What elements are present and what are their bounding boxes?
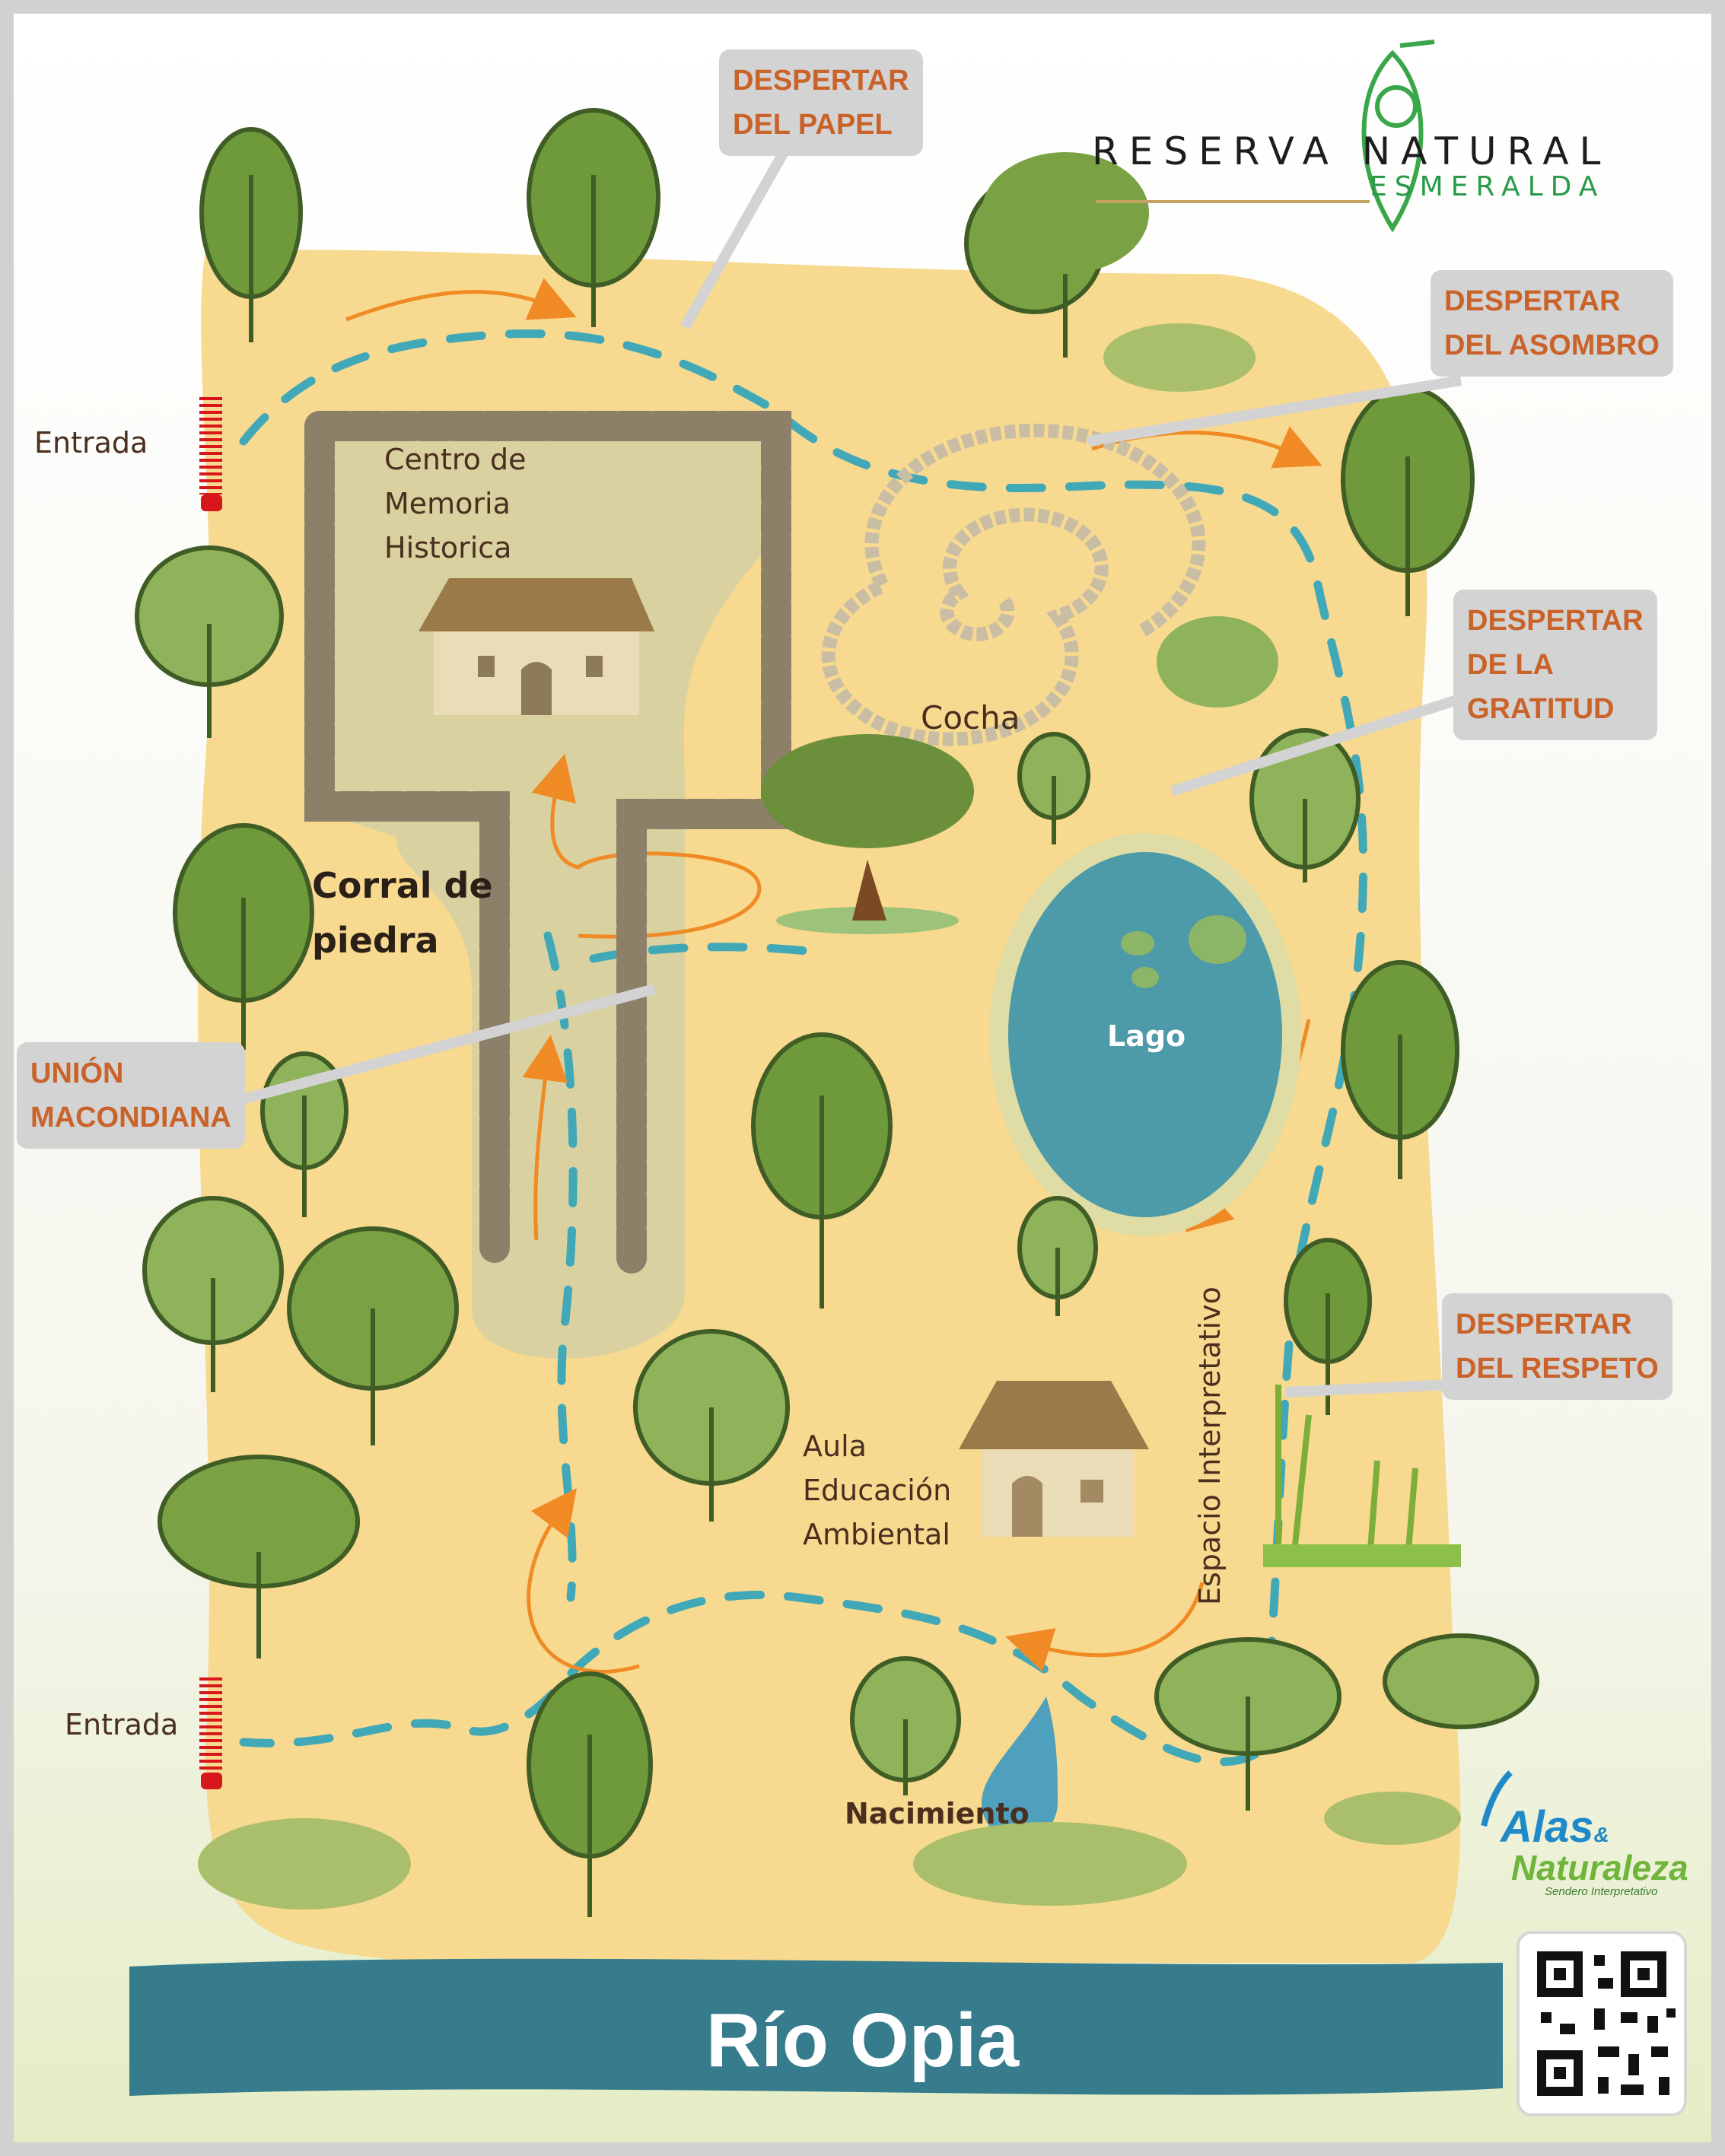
bird-logo-icon (1096, 40, 1435, 233)
place-corral[interactable]: Corral de piedra (312, 865, 493, 961)
callout-gratitud[interactable]: DESPERTAR DE LA GRATITUD (1453, 590, 1657, 740)
trees (135, 108, 1539, 1917)
partner-tagline: Sendero Interpretativo (1545, 1885, 1658, 1898)
callout-macondiana[interactable]: UNIÓN MACONDIANA (17, 1042, 245, 1149)
tree-icon (761, 734, 974, 934)
callout-asombro[interactable]: DESPERTAR DEL ASOMBRO (1431, 270, 1673, 377)
brand-subname: ESMERALDA (1370, 171, 1606, 202)
spiral-stone-icon (821, 423, 1206, 746)
river-label: Río Opia (705, 1998, 1020, 2083)
river (129, 1958, 1503, 2096)
entrance-label: Entrada (65, 1708, 179, 1741)
entrance-label: Entrada (34, 426, 148, 460)
callout-respeto[interactable]: DESPERTAR DEL RESPETO (1442, 1293, 1672, 1400)
qr-code-icon (1517, 1931, 1687, 2116)
callout-papel[interactable]: DESPERTAR DEL PAPEL (719, 49, 923, 156)
house-icon (959, 1381, 1149, 1537)
place-espacio-interpretativo[interactable]: Espacio Interpretativo (1193, 1286, 1227, 1605)
corral-zone (304, 426, 761, 1359)
partner-logo-name: Naturaleza (1511, 1848, 1688, 1887)
brand-name: RESERVA NATURAL (1092, 129, 1612, 173)
trail-path (239, 329, 1368, 1766)
bamboo-icon (1263, 1385, 1461, 1567)
house-icon (419, 578, 654, 715)
entrance-marker (199, 1674, 222, 1789)
entrance-marker (199, 396, 222, 511)
place-nacimiento[interactable]: Nacimiento (845, 1797, 1030, 1830)
place-centro-memoria[interactable]: Centro de Memoria Historica (384, 443, 527, 564)
water-drop-icon (982, 1696, 1058, 1841)
place-lago[interactable]: Lago (1107, 1019, 1186, 1053)
partner-logo: Alas& (1501, 1802, 1609, 1852)
place-cocha[interactable]: Cocha (921, 699, 1020, 736)
place-aula[interactable]: Aula Educación Ambiental (803, 1429, 952, 1551)
